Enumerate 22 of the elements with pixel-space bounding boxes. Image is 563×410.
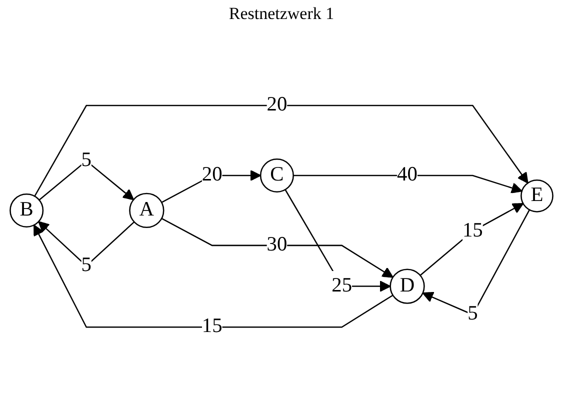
edge-label: 40 [397, 164, 418, 186]
arrow [34, 104, 528, 196]
edge-label: 5 [468, 302, 478, 325]
node-circle: B [10, 193, 44, 228]
edge-label: 15 [202, 315, 222, 337]
diagram-title: Restnetzwerk 1 [228, 4, 336, 25]
edge-label: 25 [332, 274, 352, 296]
node-circle: A [129, 192, 164, 228]
edge-label: 15 [462, 219, 483, 242]
node-circle: D [390, 268, 425, 304]
edge-label: 5 [81, 254, 92, 276]
edge-label: 20 [202, 164, 222, 186]
arrow [161, 218, 394, 278]
edge-label: 20 [266, 94, 288, 116]
arrow [34, 224, 394, 328]
node-circle: E [520, 179, 554, 212]
arrow [293, 174, 522, 194]
edge-label: 30 [266, 234, 288, 256]
arrow [420, 202, 524, 276]
edge-label: 5 [81, 149, 92, 171]
node-circle: C [260, 158, 294, 192]
arrow [422, 209, 530, 316]
